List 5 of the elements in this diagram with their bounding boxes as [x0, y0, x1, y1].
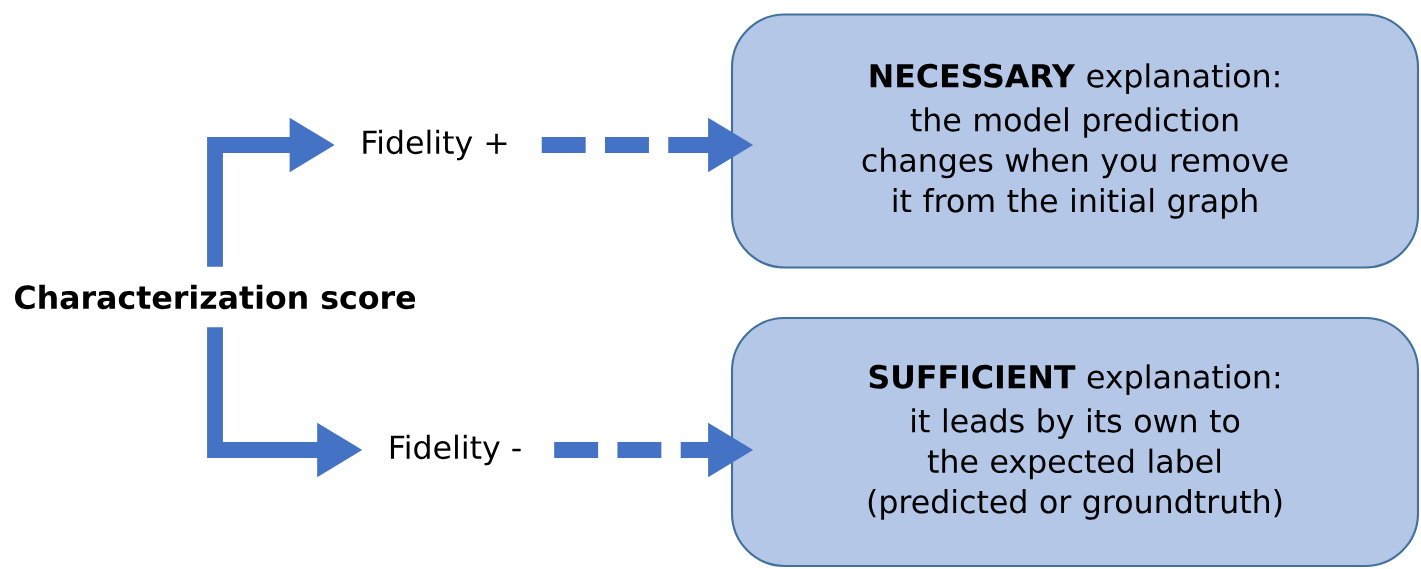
- explanation-box: SUFFICIENT explanation: it leads by its own to the expected label (predicted or groundtruth): [730, 316, 1420, 568]
- score-label: Characterization score: [15, 284, 416, 310]
- fidelity-label: Fidelity +: [363, 129, 507, 161]
- explanation-box: NECESSARY explanation: the model prediction changes when you remove it from the initial graph: [730, 13, 1420, 269]
- fidelity-label: Fidelity -: [390, 434, 521, 466]
